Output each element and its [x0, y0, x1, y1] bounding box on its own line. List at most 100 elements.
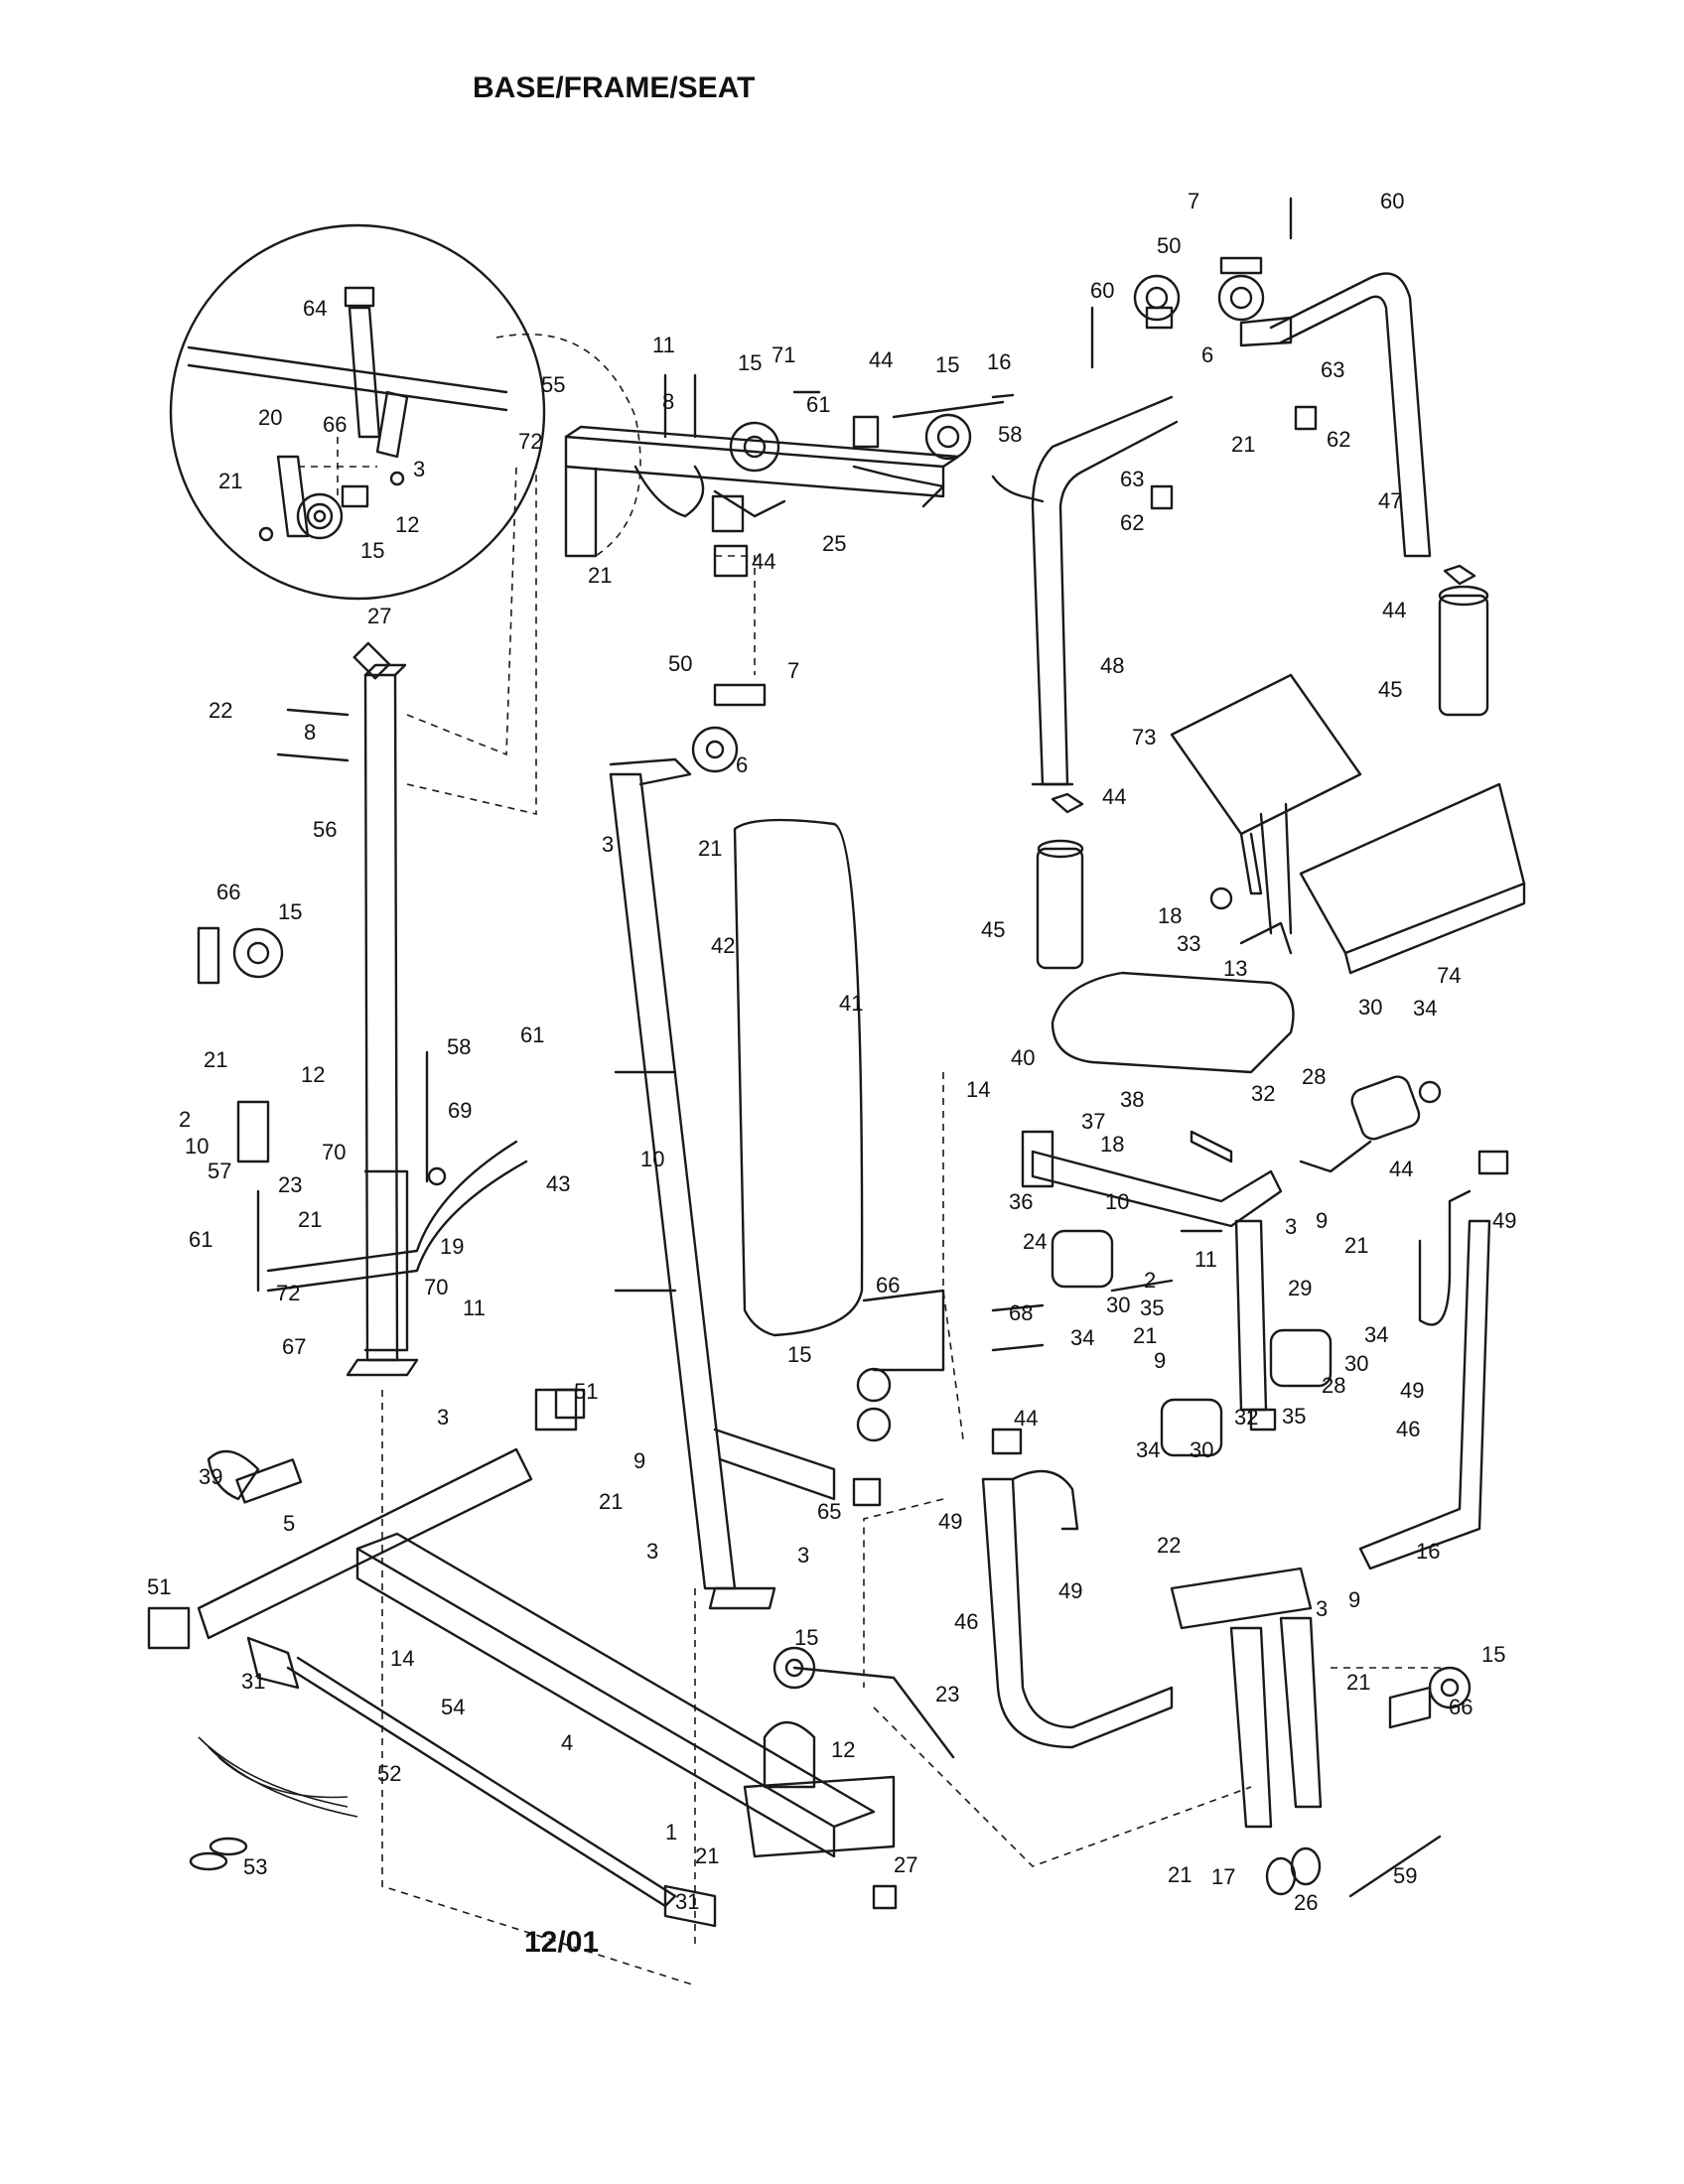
guide-lines	[381, 555, 964, 1986]
part-callout-25: 25	[822, 531, 846, 556]
part-callout-66: 66	[1449, 1695, 1473, 1719]
part-callout-74: 74	[1437, 963, 1461, 988]
part-callout-4: 4	[561, 1730, 573, 1755]
part-callout-1: 1	[665, 1820, 677, 1844]
part-callout-14: 14	[390, 1646, 414, 1671]
part-callout-24: 24	[1023, 1229, 1047, 1254]
part-callout-3: 3	[437, 1405, 449, 1430]
part-callout-35: 35	[1140, 1296, 1164, 1320]
part-callout-48: 48	[1100, 653, 1124, 678]
diagram-title: BASE/FRAME/SEAT	[473, 71, 756, 104]
part-callout-10: 10	[640, 1147, 664, 1171]
part-callout-61: 61	[520, 1023, 544, 1047]
part-callout-23: 23	[278, 1172, 302, 1197]
part-callout-34: 34	[1136, 1437, 1160, 1462]
part-callout-66: 66	[876, 1273, 900, 1297]
part-callout-30: 30	[1344, 1351, 1368, 1376]
part-callout-9: 9	[633, 1448, 645, 1473]
part-callout-3: 3	[646, 1539, 658, 1564]
part-callout-30: 30	[1106, 1293, 1130, 1317]
part-callout-58: 58	[447, 1034, 471, 1059]
part-callout-18: 18	[1158, 903, 1182, 928]
part-callout-15: 15	[1481, 1642, 1505, 1667]
part-callout-33: 33	[1177, 931, 1200, 956]
center-column-42	[609, 683, 1045, 1610]
part-callout-39: 39	[199, 1464, 222, 1489]
part-callout-44: 44	[752, 549, 775, 574]
part-callout-9: 9	[1154, 1348, 1166, 1373]
part-callout-16: 16	[1416, 1539, 1440, 1564]
part-callout-15: 15	[935, 352, 959, 377]
right-arm-47	[1239, 272, 1489, 717]
part-callout-44: 44	[1102, 784, 1126, 809]
part-callout-59: 59	[1393, 1863, 1417, 1888]
part-callout-35: 35	[1282, 1404, 1306, 1429]
chains-52-53	[189, 1736, 358, 1871]
part-callout-44: 44	[869, 347, 893, 372]
part-callout-63: 63	[1120, 467, 1144, 491]
part-callout-45: 45	[1378, 677, 1402, 702]
part-callout-43: 43	[546, 1171, 570, 1196]
part-callout-49: 49	[1058, 1578, 1082, 1603]
part-callout-26: 26	[1294, 1890, 1318, 1915]
part-callout-12: 12	[301, 1062, 325, 1087]
small-caps	[554, 1150, 1509, 1910]
part-callout-19: 19	[440, 1234, 464, 1259]
part-callout-5: 5	[283, 1511, 295, 1536]
part-callout-46: 46	[1396, 1417, 1420, 1441]
part-callout-56: 56	[313, 817, 337, 842]
part-callout-15: 15	[787, 1342, 811, 1367]
part-callout-21: 21	[298, 1207, 322, 1232]
part-callout-21: 21	[599, 1489, 623, 1514]
side-frames-46	[863, 1189, 1491, 1898]
part-callout-34: 34	[1070, 1325, 1094, 1350]
detail-circle	[169, 223, 641, 601]
part-callout-14: 14	[966, 1077, 990, 1102]
part-callout-15: 15	[794, 1625, 818, 1650]
part-callout-3: 3	[1316, 1596, 1328, 1621]
part-callout-34: 34	[1413, 996, 1437, 1021]
part-callout-27: 27	[367, 604, 391, 628]
part-callout-22: 22	[209, 698, 232, 723]
part-callout-7: 7	[787, 658, 799, 683]
part-callout-47: 47	[1378, 488, 1402, 513]
part-callout-21: 21	[698, 836, 722, 861]
part-callout-21: 21	[1346, 1670, 1370, 1695]
part-callout-41: 41	[839, 991, 863, 1016]
part-callout-32: 32	[1234, 1405, 1258, 1430]
part-callout-49: 49	[938, 1509, 962, 1534]
part-callout-9: 9	[1316, 1208, 1328, 1233]
part-callout-15: 15	[278, 899, 302, 924]
part-callout-21: 21	[695, 1843, 719, 1868]
part-callout-21: 21	[1344, 1233, 1368, 1258]
part-callout-27: 27	[894, 1852, 917, 1877]
part-callout-31: 31	[675, 1889, 699, 1914]
part-callout-61: 61	[806, 392, 830, 417]
part-callout-57: 57	[208, 1159, 231, 1183]
part-callout-60: 60	[1380, 189, 1404, 213]
part-callout-69: 69	[448, 1098, 472, 1123]
part-callout-40: 40	[1011, 1045, 1035, 1070]
part-callout-7: 7	[1188, 189, 1199, 213]
part-callout-50: 50	[1157, 233, 1181, 258]
part-callout-66: 66	[323, 412, 347, 437]
part-callout-31: 31	[241, 1669, 265, 1694]
handle-39	[207, 1449, 303, 1504]
part-callout-58: 58	[998, 422, 1022, 447]
part-callout-52: 52	[377, 1761, 401, 1786]
part-callout-73: 73	[1132, 725, 1156, 750]
part-callout-15: 15	[738, 350, 762, 375]
part-callout-37: 37	[1081, 1109, 1105, 1134]
part-callout-60: 60	[1090, 278, 1114, 303]
part-callout-49: 49	[1400, 1378, 1424, 1403]
part-callout-11: 11	[1194, 1247, 1217, 1272]
part-callout-21: 21	[218, 469, 242, 493]
part-callout-28: 28	[1322, 1373, 1345, 1398]
part-callout-29: 29	[1288, 1276, 1312, 1300]
part-callout-30: 30	[1358, 995, 1382, 1020]
part-callout-54: 54	[441, 1695, 465, 1719]
part-callout-70: 70	[424, 1275, 448, 1299]
part-callout-21: 21	[1133, 1323, 1157, 1348]
part-callout-16: 16	[987, 349, 1011, 374]
